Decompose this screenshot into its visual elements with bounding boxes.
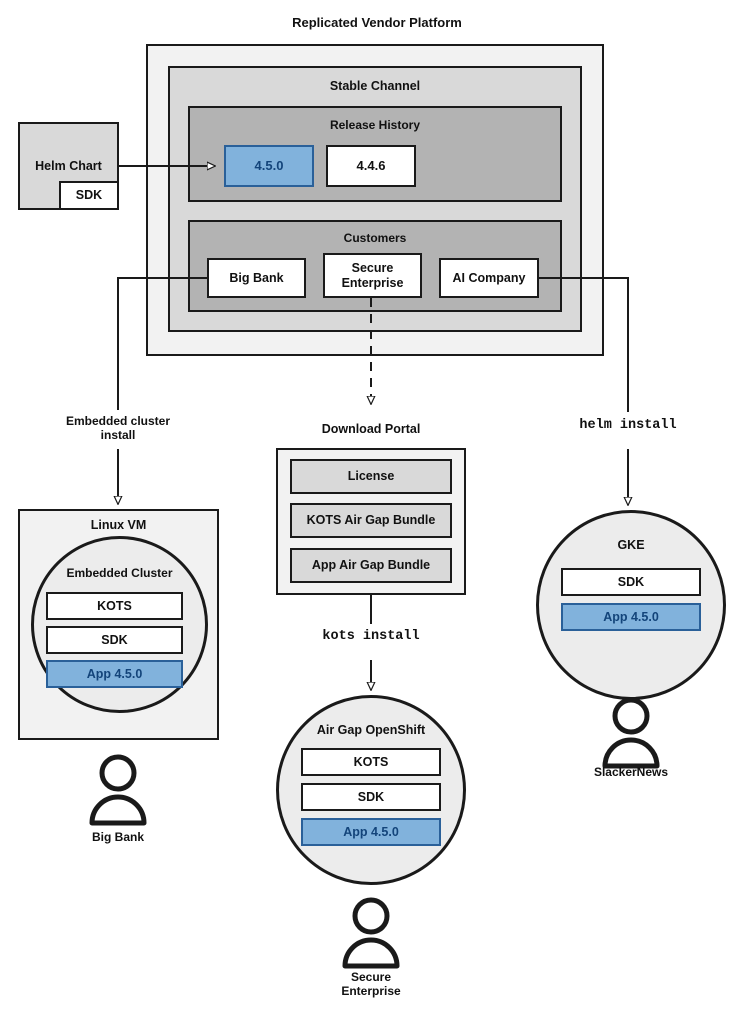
person-icon-big-bank xyxy=(89,754,147,826)
edge-label-embedded-cluster-install: Embedded cluster install xyxy=(65,414,171,442)
release-history-title: Release History xyxy=(329,118,421,132)
helm-chart-title: Helm Chart xyxy=(35,159,102,173)
person-label-big-bank: Big Bank xyxy=(91,830,144,844)
airgap-component-sdk[interactable]: SDK xyxy=(301,783,441,811)
airgap-component-app[interactable]: App 4.5.0 xyxy=(301,818,441,846)
linux-vm-component-app[interactable]: App 4.5.0 xyxy=(46,660,183,688)
artifact-kots-air-gap-bundle[interactable]: KOTS Air Gap Bundle xyxy=(290,503,452,538)
gke-component-sdk[interactable]: SDK xyxy=(561,568,701,596)
release-4-5-0[interactable]: 4.5.0 xyxy=(224,145,314,187)
customers-title: Customers xyxy=(343,231,407,245)
linux-vm-title: Linux VM xyxy=(90,518,147,532)
person-icon-secure-enterprise xyxy=(342,897,400,969)
embedded-cluster-title: Embedded Cluster xyxy=(66,566,173,580)
page-title: Replicated Vendor Platform xyxy=(292,15,462,30)
customer-big-bank[interactable]: Big Bank xyxy=(207,258,306,298)
person-label-slackernews: SlackerNews xyxy=(593,765,669,779)
stable-channel-title: Stable Channel xyxy=(329,79,421,93)
gke-title: GKE xyxy=(617,538,645,552)
artifact-license[interactable]: License xyxy=(290,459,452,494)
customer-secure-enterprise[interactable]: Secure Enterprise xyxy=(323,253,422,298)
person-icon-slackernews xyxy=(602,697,660,769)
customer-ai-company[interactable]: AI Company xyxy=(439,258,539,298)
artifact-app-air-gap-bundle[interactable]: App Air Gap Bundle xyxy=(290,548,452,583)
release-4-4-6[interactable]: 4.4.6 xyxy=(326,145,416,187)
airgap-component-kots[interactable]: KOTS xyxy=(301,748,441,776)
airgap-openshift-title: Air Gap OpenShift xyxy=(316,723,426,737)
edge-label-kots-install: kots install xyxy=(322,629,420,644)
linux-vm-component-kots[interactable]: KOTS xyxy=(46,592,183,620)
linux-vm-component-sdk[interactable]: SDK xyxy=(46,626,183,654)
edge-label-helm-install: helm install xyxy=(579,418,677,433)
download-portal-title: Download Portal xyxy=(321,422,421,436)
person-label-secure-enterprise: Secure Enterprise xyxy=(341,970,401,998)
gke-component-app[interactable]: App 4.5.0 xyxy=(561,603,701,631)
helm-chart-sdk-box[interactable]: SDK xyxy=(59,181,119,210)
